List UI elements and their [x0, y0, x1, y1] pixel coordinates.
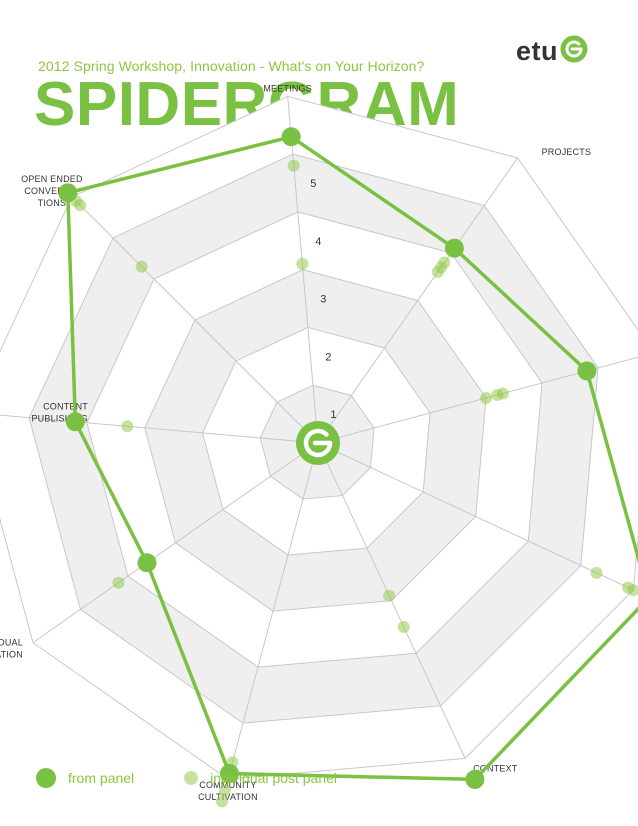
legend-post-swatch — [184, 771, 199, 785]
panel-point — [465, 769, 485, 789]
panel-point — [444, 238, 464, 258]
category-label: PUBLISHING — [31, 414, 88, 424]
panel-point — [137, 553, 157, 573]
category-label: INDIVIDUAL — [0, 638, 23, 648]
category-label: CONVERSA- — [24, 186, 79, 196]
legend: from panel individual post panel — [36, 768, 337, 788]
post-panel-point — [121, 420, 134, 433]
post-panel-point — [218, 784, 231, 797]
post-panel-point — [491, 388, 504, 401]
post-panel-point — [480, 391, 493, 404]
axis-spoke — [317, 442, 634, 591]
category-label: CONTENT — [43, 402, 88, 412]
category-label: CONTEXT — [473, 763, 518, 773]
post-panel-point — [287, 159, 300, 172]
etu-logo: etu — [516, 35, 588, 68]
panel-series-line — [66, 135, 638, 782]
scale-label: 4 — [315, 236, 321, 248]
post-panel-point — [296, 257, 309, 270]
post-panel-point — [590, 566, 603, 579]
axis-spoke — [317, 157, 519, 444]
post-panel-point — [627, 584, 638, 597]
legend-panel-swatch — [36, 768, 56, 788]
scale-label: 2 — [325, 351, 331, 363]
workshop-subtitle: 2012 Spring Workshop, Innovation - What'… — [38, 58, 425, 74]
logo-text: etu — [516, 35, 558, 66]
post-panel-point — [431, 265, 444, 278]
legend-panel-label: from panel — [68, 770, 135, 786]
scale-label: 5 — [310, 178, 316, 190]
panel-point — [577, 361, 597, 381]
etu-e-icon — [560, 35, 588, 68]
category-label: PARTICIPATION — [0, 650, 23, 660]
category-label: PROJECTS — [542, 147, 592, 157]
category-label: OPEN ENDED — [21, 174, 83, 184]
scale-label: 1 — [330, 409, 336, 421]
panel-point — [65, 412, 85, 432]
category-label: CULTIVATION — [198, 792, 258, 802]
axis-spoke — [71, 196, 319, 444]
post-panel-point — [383, 589, 396, 602]
axis-spoke — [0, 414, 319, 444]
legend-post-label: individual post panel — [210, 770, 338, 786]
category-label: MEETINGS — [263, 83, 312, 93]
axis-spoke — [32, 442, 319, 644]
center-logo-arc — [303, 428, 333, 458]
post-panel-point — [215, 795, 228, 808]
category-label: TIONS — [38, 198, 67, 208]
axis-spoke — [227, 442, 319, 780]
post-panel-point — [112, 576, 125, 589]
panel-point — [281, 127, 301, 147]
scale-label: 3 — [320, 294, 326, 306]
post-panel-point — [135, 260, 148, 273]
panel-point — [58, 183, 78, 203]
panel-point — [219, 764, 239, 784]
post-panel-point — [397, 620, 410, 633]
